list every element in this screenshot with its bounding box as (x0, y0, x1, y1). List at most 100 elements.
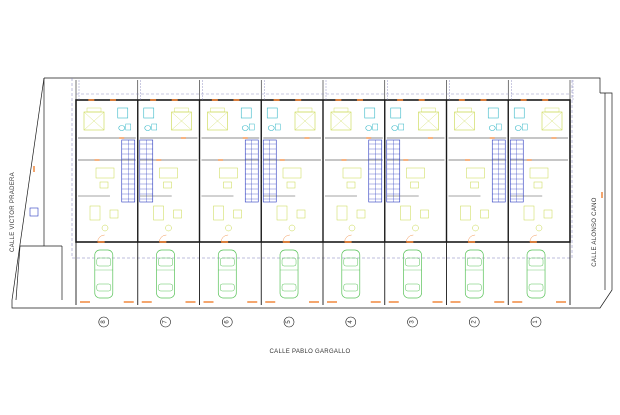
table (533, 181, 543, 189)
car-rear-window (96, 283, 112, 292)
parked-car (341, 249, 361, 299)
pillow (297, 107, 313, 113)
plant (472, 224, 479, 232)
unit-5 (260, 99, 321, 243)
table (346, 181, 356, 189)
living-furniture (336, 167, 366, 232)
parked-car (526, 249, 546, 299)
car-rear-window (467, 283, 482, 292)
unit-number-circle (160, 316, 171, 328)
car-body (403, 249, 422, 299)
bathroom (117, 107, 131, 131)
door-swing (467, 234, 476, 243)
toilet (118, 125, 126, 131)
living-furniture (276, 167, 306, 232)
car-windshield (158, 257, 173, 267)
door-swing (529, 234, 537, 243)
bath-fixture (143, 107, 155, 119)
side-table (480, 209, 489, 219)
bath-fixture (117, 107, 129, 119)
sofa (342, 167, 362, 179)
stairs (368, 139, 383, 203)
toilet (488, 125, 496, 131)
side-table (233, 209, 242, 219)
toilet (144, 125, 152, 131)
bed-cover (454, 111, 475, 131)
pillow (333, 107, 349, 113)
bed-cover (330, 111, 352, 131)
door-swing (282, 234, 290, 243)
bedroom-furniture (454, 107, 475, 131)
bedroom-furniture (330, 107, 352, 131)
doors (273, 99, 310, 243)
table (163, 181, 172, 189)
plant (225, 224, 232, 232)
living-furniture (460, 167, 489, 232)
sink (496, 123, 502, 131)
car-windshield (96, 257, 112, 267)
bed-cover (171, 111, 192, 131)
pillow (210, 107, 225, 113)
unit-1 (507, 99, 568, 243)
unit-6 (198, 99, 260, 243)
parked-car (279, 249, 299, 299)
side-table (109, 209, 119, 219)
side-table (296, 209, 306, 219)
unit-4 (322, 99, 383, 243)
sofa (406, 167, 425, 179)
bathroom (513, 107, 528, 131)
unit-number-text: 1 (533, 320, 539, 324)
car-body (526, 249, 546, 299)
pillow (86, 107, 102, 113)
doors (397, 99, 433, 243)
sink (125, 123, 131, 131)
parking-area (75, 242, 571, 305)
sofa (95, 167, 115, 179)
housing-units (78, 99, 568, 243)
car-rear-window (281, 283, 297, 292)
rear-yards (75, 80, 574, 100)
bed-cover (207, 111, 228, 131)
living-furniture (153, 167, 182, 232)
bathroom (390, 107, 404, 131)
doors (150, 99, 186, 243)
unit-3 (384, 99, 445, 243)
car-rear-window (343, 283, 359, 292)
unit-number-text: 5 (286, 320, 292, 324)
unit-number-text: 6 (224, 320, 230, 324)
stairs (262, 139, 277, 203)
bath-fixture (390, 107, 402, 119)
armchair (460, 205, 471, 221)
car-windshield (343, 257, 359, 267)
living-furniture (89, 167, 119, 232)
pillow (421, 107, 436, 113)
parked-car (94, 249, 114, 299)
sofa (466, 167, 485, 179)
bath-fixture (364, 107, 376, 119)
bed-cover (83, 111, 105, 131)
unit-number-circle (468, 316, 480, 328)
armchair (336, 205, 348, 221)
unit-number-text: 2 (471, 320, 477, 324)
side-table (420, 209, 429, 219)
table (470, 181, 479, 189)
bath-fixture (240, 107, 252, 119)
unit-number-4: 4 (345, 316, 357, 328)
car-body (217, 249, 237, 299)
unit-number-text: 7 (163, 320, 169, 324)
unit-number-circle (98, 316, 110, 328)
bedroom-furniture (541, 107, 563, 131)
pillow (544, 107, 560, 113)
parked-car (156, 249, 175, 299)
stairs (509, 139, 524, 203)
sofa (282, 167, 302, 179)
doors (458, 99, 495, 243)
unit-number-5: 5 (283, 316, 295, 328)
bedroom-furniture (207, 107, 228, 131)
car-rear-window (220, 283, 235, 292)
unit-2 (445, 99, 507, 243)
parked-car (464, 249, 484, 299)
parked-car (403, 249, 422, 299)
unit-number-circle (345, 316, 357, 328)
